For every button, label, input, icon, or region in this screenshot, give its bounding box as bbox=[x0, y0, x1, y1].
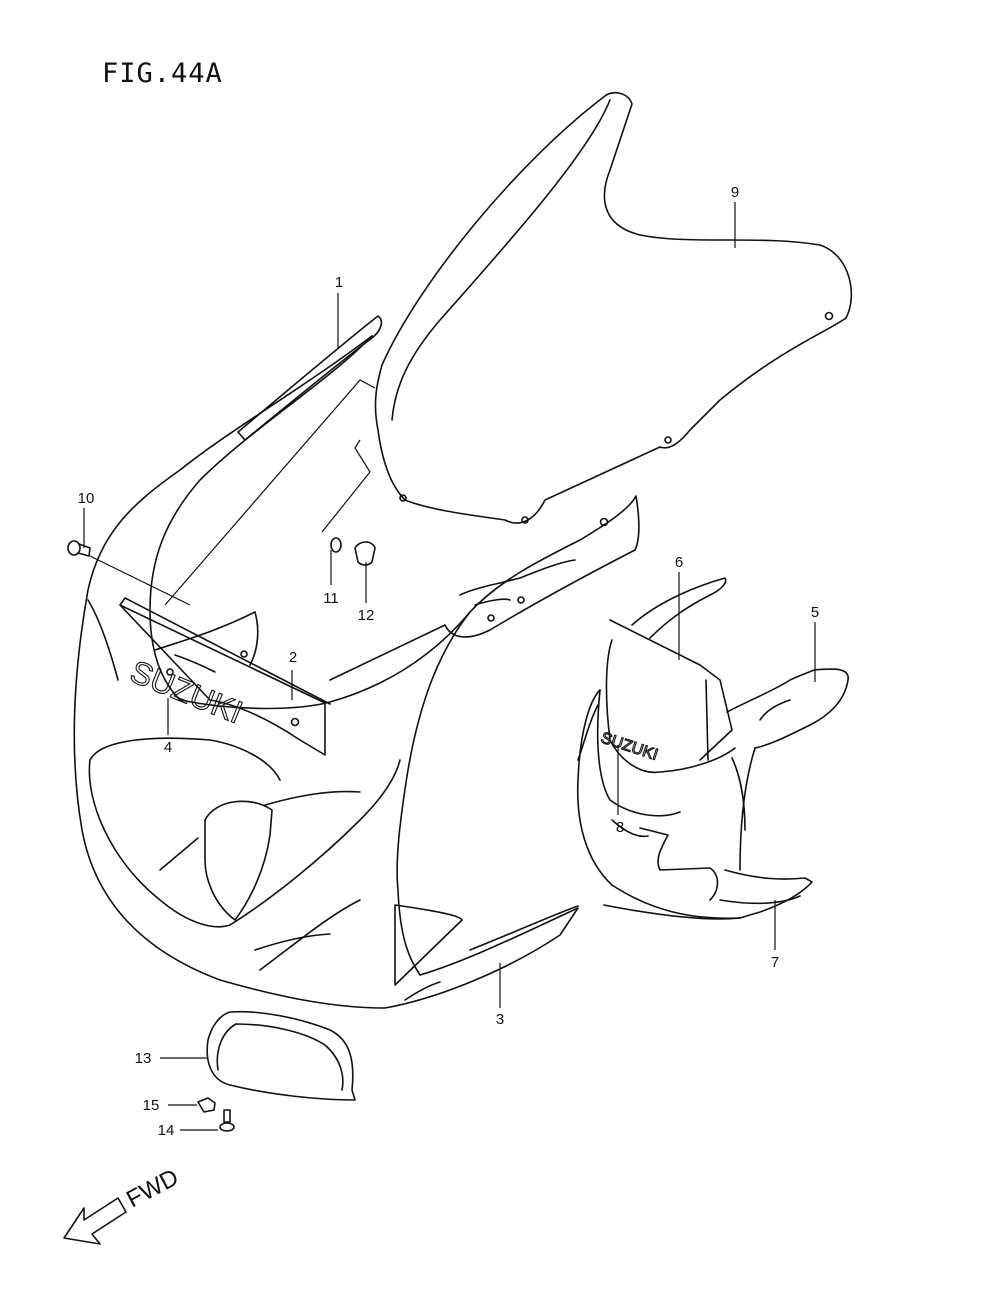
part-label-7: 7 bbox=[771, 954, 779, 971]
suzuki-emblem-small: SUZUKI bbox=[599, 730, 660, 764]
fwd-label: FWD bbox=[122, 1164, 183, 1213]
part-label-8: 8 bbox=[616, 819, 624, 836]
headlight-cover-drawing bbox=[206, 1010, 356, 1101]
washer-nut-drawing bbox=[164, 379, 376, 606]
part-label-1: 1 bbox=[335, 274, 343, 291]
upper-trim-strip-drawing bbox=[237, 315, 383, 441]
part-label-14: 14 bbox=[158, 1122, 175, 1139]
forward-arrow-icon bbox=[63, 1197, 127, 1245]
forward-direction-indicator: FWD bbox=[63, 1164, 183, 1245]
part-label-6: 6 bbox=[675, 554, 683, 571]
part-label-2: 2 bbox=[289, 649, 297, 666]
clip-nut-drawing bbox=[197, 1097, 216, 1113]
part-number-labels: 1 2 3 4 5 6 7 8 9 10 11 12 13 14 15 bbox=[78, 184, 820, 1139]
side-fairing-drawing bbox=[576, 577, 849, 920]
part-label-9: 9 bbox=[731, 184, 739, 201]
part-label-13: 13 bbox=[135, 1050, 152, 1067]
part-label-3: 3 bbox=[496, 1011, 504, 1028]
part-label-11: 11 bbox=[323, 590, 339, 607]
windscreen-drawing bbox=[374, 91, 853, 524]
part-label-10: 10 bbox=[78, 490, 95, 507]
figure-title: FIG.44A bbox=[102, 58, 223, 89]
suzuki-emblem-large: SUZUKI bbox=[125, 653, 247, 730]
front-fairing-drawing bbox=[73, 335, 640, 1009]
part-label-4: 4 bbox=[164, 739, 172, 756]
center-panel-drawing bbox=[119, 597, 331, 756]
part-label-5: 5 bbox=[811, 604, 819, 621]
part-label-15: 15 bbox=[143, 1097, 160, 1114]
bolt-drawing bbox=[219, 1109, 235, 1132]
leader-lines bbox=[83, 202, 816, 1131]
part-label-12: 12 bbox=[358, 607, 375, 624]
